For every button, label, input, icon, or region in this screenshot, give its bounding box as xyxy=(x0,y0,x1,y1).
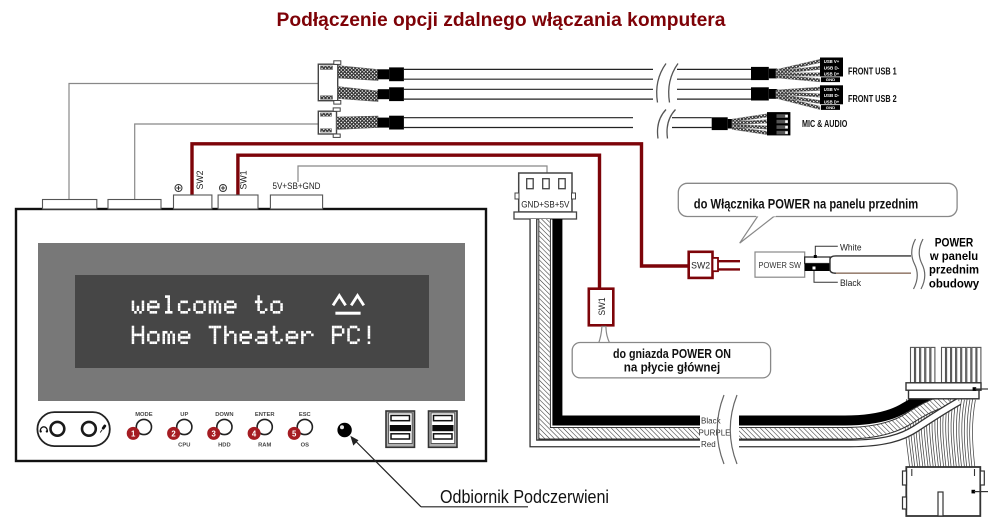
svg-text:Red: Red xyxy=(701,440,716,449)
svg-text:USB V+: USB V+ xyxy=(824,59,840,64)
svg-text:na płycie głównej: na płycie głównej xyxy=(624,361,721,375)
svg-text:RAM: RAM xyxy=(258,443,271,449)
svg-text:obudowy: obudowy xyxy=(929,278,980,290)
svg-text:5V+SB+GND: 5V+SB+GND xyxy=(273,181,321,191)
svg-text:MODE: MODE xyxy=(135,412,153,418)
svg-text:POWER SW: POWER SW xyxy=(759,260,802,270)
svg-text:3: 3 xyxy=(212,429,217,438)
svg-text:1: 1 xyxy=(131,429,136,438)
svg-text:DOWN: DOWN xyxy=(215,412,233,418)
svg-text:FRONT USB 1: FRONT USB 1 xyxy=(848,66,897,78)
svg-text:do Włącznika POWER na panelu p: do Włącznika POWER na panelu przednim xyxy=(694,196,919,212)
svg-text:POWER: POWER xyxy=(935,238,974,250)
svg-text:2: 2 xyxy=(171,429,176,438)
svg-text:SW1: SW1 xyxy=(597,298,608,316)
svg-text:Odbiornik Podczerwieni: Odbiornik Podczerwieni xyxy=(440,486,609,507)
svg-text:SW2: SW2 xyxy=(691,260,710,271)
svg-text:FRONT USB 2: FRONT USB 2 xyxy=(848,93,897,105)
svg-text:GND: GND xyxy=(826,77,836,82)
svg-text:USB D+: USB D+ xyxy=(824,72,840,77)
svg-text:White: White xyxy=(840,243,862,254)
svg-text:HDD: HDD xyxy=(218,443,231,449)
svg-text:Black: Black xyxy=(840,278,861,289)
svg-text:5: 5 xyxy=(292,429,297,438)
svg-text:w panelu: w panelu xyxy=(929,251,978,263)
svg-text:przednim: przednim xyxy=(929,265,979,277)
svg-text:GND+SB+5V: GND+SB+5V xyxy=(521,200,570,211)
svg-text:ESC: ESC xyxy=(299,412,312,418)
svg-text:Black: Black xyxy=(701,417,722,426)
svg-text:ENTER: ENTER xyxy=(255,412,275,418)
svg-text:USB D+: USB D+ xyxy=(824,99,840,104)
svg-text:CPU: CPU xyxy=(178,443,190,449)
svg-text:Podłączenie opcji zdalnego włą: Podłączenie opcji zdalnego włączania kom… xyxy=(277,9,726,31)
svg-text:4: 4 xyxy=(252,429,257,438)
svg-text:SW1: SW1 xyxy=(239,171,250,190)
svg-text:USB D-: USB D- xyxy=(824,65,840,70)
svg-text:do gniazda POWER ON: do gniazda POWER ON xyxy=(613,347,731,361)
svg-text:MIC & AUDIO: MIC & AUDIO xyxy=(802,118,847,130)
svg-text:GND: GND xyxy=(826,105,836,110)
svg-text:UP: UP xyxy=(180,412,188,418)
svg-text:USB V+: USB V+ xyxy=(824,87,840,92)
svg-text:USB D-: USB D- xyxy=(824,93,840,98)
svg-text:SW2: SW2 xyxy=(195,171,206,190)
svg-text:OS: OS xyxy=(301,443,310,449)
svg-text:PURPLE: PURPLE xyxy=(699,429,731,438)
